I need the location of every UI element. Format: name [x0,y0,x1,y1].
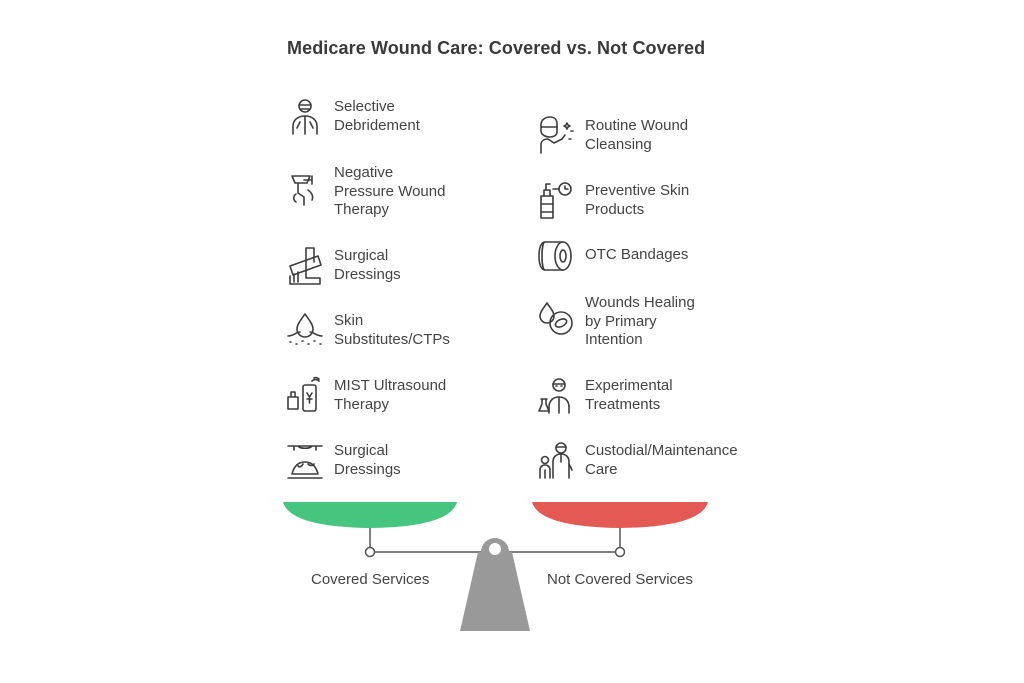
covered-item-label: Surgical Dressings [334,247,401,283]
covered-item-label: Surgical Dressings [334,442,401,478]
covered-caption: Covered Services [311,571,430,588]
operating-table-icon [286,440,324,480]
covered-pan [283,502,457,528]
not-covered-item-label: Wounds Healing by Primary Intention [585,294,695,348]
not-covered-item-label: Preventive Skin Products [585,182,690,218]
caregiver-icon [537,440,575,480]
covered-item: Surgical Dressings [286,246,516,306]
not-covered-item-label: Routine Wound Cleansing [585,117,689,153]
covered-pan-joint [364,546,376,558]
covered-item: MIST Ultrasound Therapy [286,375,516,435]
not-covered-item: Experimental Treatments [537,375,767,435]
not-covered-item: Routine Wound Cleansing [537,115,767,175]
scale-fulcrum [460,552,530,631]
not-covered-item-label: Experimental Treatments [585,377,673,413]
skin-droplet-icon [286,310,324,350]
bandaged-arm-icon [286,246,324,286]
not-covered-item: Custodial/Maintenance Care [537,440,767,500]
not-covered-caption: Not Covered Services [547,571,693,588]
not-covered-pan-joint [614,546,626,558]
pump-device-icon [286,168,324,208]
not-covered-item: OTC Bandages [537,236,767,296]
fulcrum-pivot-hole [489,543,501,555]
covered-item: Surgical Dressings [286,440,516,500]
covered-item-label: Skin Substitutes/CTPs [334,312,450,348]
not-covered-pan [532,502,708,528]
lotion-bottle-icon [537,180,575,220]
covered-item: Skin Substitutes/CTPs [286,310,516,370]
healing-drop-icon [537,299,575,339]
diagram-title: Medicare Wound Care: Covered vs. Not Cov… [287,38,706,58]
not-covered-item: Preventive Skin Products [537,180,767,240]
covered-item-label: Negative Pressure Wound Therapy [334,164,446,218]
surgeon-icon [286,96,324,136]
not-covered-item: Wounds Healing by Primary Intention [537,292,767,352]
covered-item-label: MIST Ultrasound Therapy [334,377,447,413]
not-covered-item-label: OTC Bandages [585,246,689,263]
not-covered-item-label: Custodial/Maintenance Care [585,442,738,478]
ultrasound-device-icon [286,375,324,415]
scientist-icon [537,375,575,415]
covered-item-label: Selective Debridement [334,98,420,134]
covered-item: Selective Debridement [286,96,516,156]
cleansing-person-icon [537,115,575,155]
covered-item: Negative Pressure Wound Therapy [286,162,516,222]
bandage-roll-icon [537,236,575,276]
